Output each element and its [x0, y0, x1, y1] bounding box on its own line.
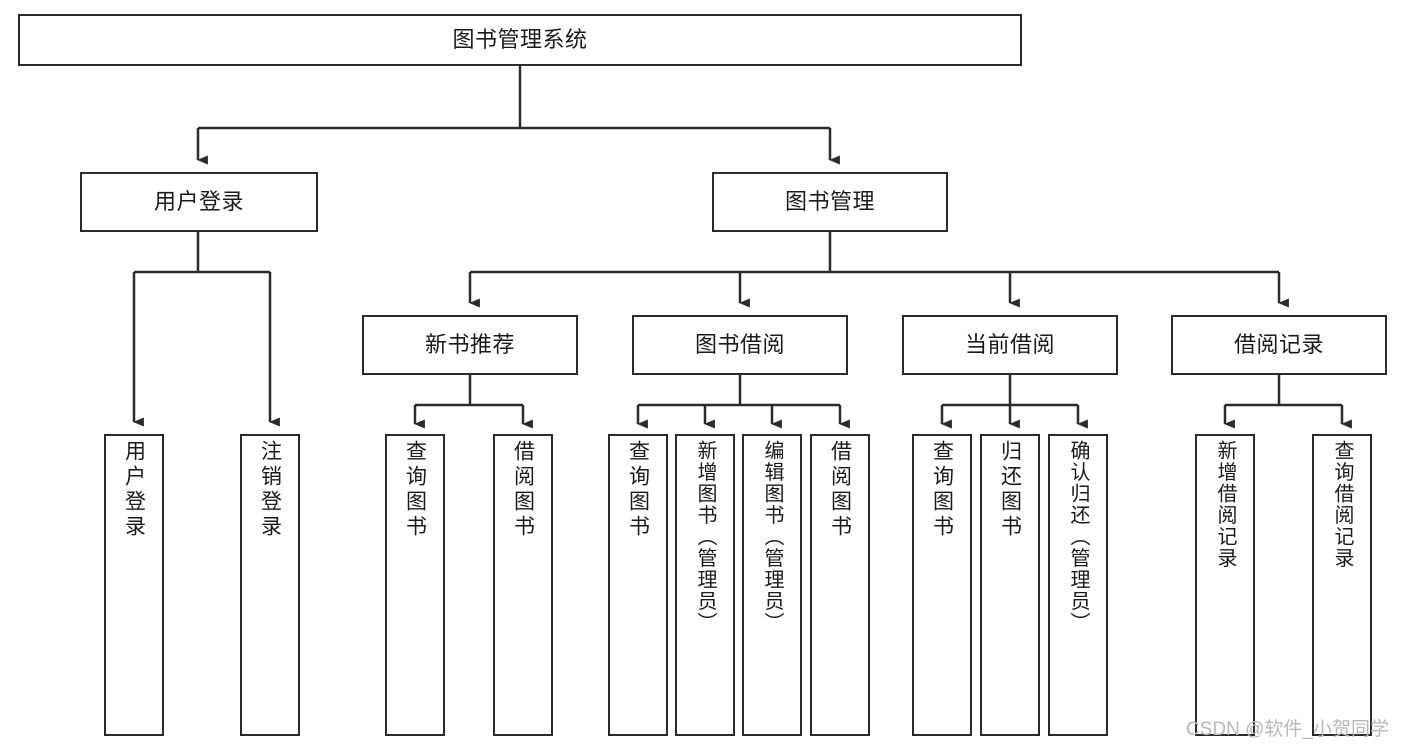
- node-book-borrow[interactable]: 图书借阅: [632, 315, 848, 375]
- node-label: 借阅记录: [1233, 332, 1324, 358]
- node-label: 用户登录: [122, 440, 146, 540]
- node-leaf-logout-login[interactable]: 注销登录: [240, 434, 300, 736]
- node-label: 用户登录: [153, 189, 244, 215]
- node-leaf-edit-book[interactable]: 编辑图书（管理员）: [742, 434, 802, 736]
- node-label: 图书借阅: [694, 332, 785, 358]
- node-label: 借阅图书: [511, 440, 535, 540]
- node-current-borrow[interactable]: 当前借阅: [902, 315, 1118, 375]
- node-borrow-record[interactable]: 借阅记录: [1171, 315, 1387, 375]
- node-leaf-confirm-return[interactable]: 确认归还（管理员）: [1048, 434, 1108, 736]
- node-user-login[interactable]: 用户登录: [80, 172, 318, 232]
- node-label: 查询图书: [403, 440, 427, 540]
- node-leaf-query-borrow-record[interactable]: 查询借阅记录: [1312, 434, 1372, 736]
- node-label: 当前借阅: [964, 332, 1055, 358]
- node-leaf-user-login[interactable]: 用户登录: [104, 434, 164, 736]
- node-leaf-add-borrow-record[interactable]: 新增借阅记录: [1195, 434, 1255, 736]
- node-label: 注销登录: [258, 440, 282, 540]
- node-leaf-query-book-recommend[interactable]: 查询图书: [385, 434, 445, 736]
- node-label: 归还图书: [998, 440, 1022, 540]
- node-leaf-return-book[interactable]: 归还图书: [980, 434, 1040, 736]
- node-label: 查询图书: [930, 440, 954, 540]
- node-label: 新增图书（管理员）: [694, 440, 716, 634]
- node-new-book-recommend[interactable]: 新书推荐: [362, 315, 578, 375]
- node-label: 确认归还（管理员）: [1067, 440, 1089, 634]
- node-label: 借阅图书: [828, 440, 852, 540]
- node-root-book-management-system[interactable]: 图书管理系统: [18, 14, 1022, 66]
- node-label: 图书管理系统: [452, 27, 588, 53]
- node-leaf-borrow-book-recommend[interactable]: 借阅图书: [493, 434, 553, 736]
- node-label: 查询借阅记录: [1331, 440, 1353, 569]
- node-label: 图书管理: [784, 189, 875, 215]
- node-leaf-borrow-book[interactable]: 借阅图书: [810, 434, 870, 736]
- node-label: 查询图书: [626, 440, 650, 540]
- node-leaf-query-book-current[interactable]: 查询图书: [912, 434, 972, 736]
- node-label: 新增借阅记录: [1214, 440, 1236, 569]
- node-leaf-add-book[interactable]: 新增图书（管理员）: [675, 434, 735, 736]
- csdn-watermark: CSDN @软件_小贺同学: [1186, 719, 1389, 740]
- node-label: 新书推荐: [424, 332, 515, 358]
- node-book-management[interactable]: 图书管理: [712, 172, 948, 232]
- node-label: 编辑图书（管理员）: [761, 440, 783, 634]
- node-leaf-query-book-borrow[interactable]: 查询图书: [608, 434, 668, 736]
